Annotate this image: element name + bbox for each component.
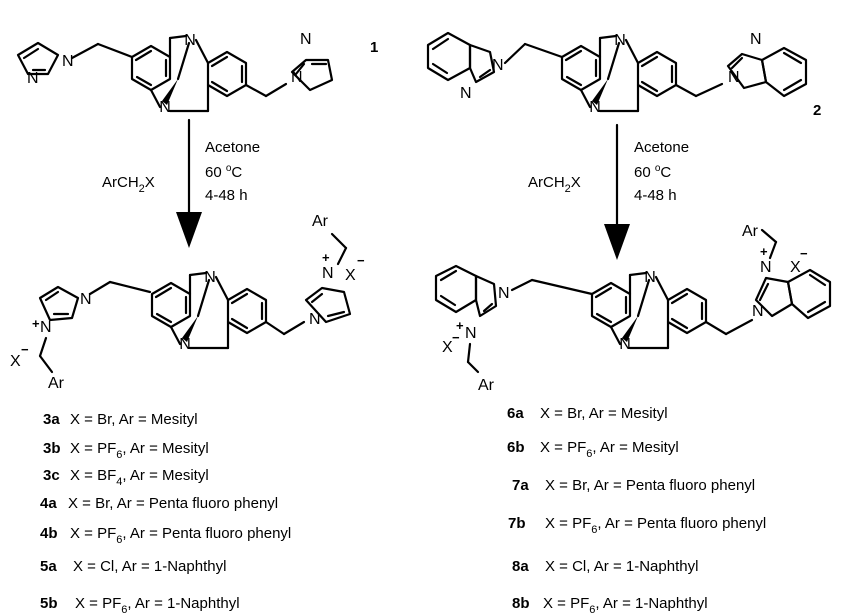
reaction-arrow-left: ArCH2X Acetone 60 oC 4-48 h	[102, 118, 260, 248]
compound-definition-4b: X = PF6, Ar = Penta fluoro phenyl	[70, 525, 291, 546]
svg-text:X: X	[345, 267, 356, 284]
svg-text:+: +	[322, 250, 330, 265]
legend-left: 3a X = Br, Ar = Mesityl 3b X = PF6, Ar = Me…	[40, 411, 291, 616]
svg-text:Ar: Ar	[48, 375, 65, 392]
compound-definition-7b: X = PF6, Ar = Penta fluoro phenyl	[545, 515, 766, 536]
svg-text:+: +	[760, 244, 768, 259]
svg-text:X: X	[790, 259, 801, 276]
compound-definition-3c: X = BF4, Ar = Mesityl	[70, 467, 209, 488]
compound-id-3c: 3c	[43, 467, 60, 484]
svg-text:N: N	[40, 319, 52, 336]
svg-text:Ar: Ar	[478, 377, 495, 394]
compound-definition-3b: X = PF6, Ar = Mesityl	[70, 440, 209, 461]
compound-definition-4a: X = Br, Ar = Penta fluoro phenyl	[68, 495, 278, 512]
compound-id-4a: 4a	[40, 495, 57, 512]
compound-definition-5b: X = PF6, Ar = 1-Naphthyl	[75, 595, 240, 616]
compound-definition-6b: X = PF6, Ar = Mesityl	[540, 439, 679, 460]
compound-id-5b: 5b	[40, 595, 58, 612]
svg-text:N: N	[760, 259, 772, 276]
time-right: 4-48 h	[634, 187, 677, 204]
svg-text:−: −	[452, 330, 460, 345]
svg-text:X: X	[10, 353, 21, 370]
solvent-left: Acetone	[205, 139, 260, 156]
compound-id-8b: 8b	[512, 595, 530, 612]
compound-1-label: 1	[370, 39, 378, 56]
compound-definition-3a: X = Br, Ar = Mesityl	[70, 411, 198, 428]
svg-text:N: N	[27, 70, 39, 87]
compound-id-6a: 6a	[507, 405, 524, 422]
reagent-left: ArCH2X	[102, 174, 155, 195]
compound-id-3b: 3b	[43, 440, 61, 457]
product-imidazolium-structure: N N + Ar X − N + N Ar X −	[10, 213, 365, 392]
svg-text:N: N	[728, 69, 740, 86]
compound-2-structure: N N N N 2	[426, 31, 821, 119]
svg-text:N: N	[291, 69, 303, 86]
compound-id-7a: 7a	[512, 477, 529, 494]
svg-text:X: X	[442, 339, 453, 356]
svg-text:−: −	[800, 246, 808, 261]
svg-text:N: N	[300, 31, 312, 48]
svg-text:N: N	[465, 325, 477, 342]
svg-text:N: N	[492, 57, 504, 74]
compound-2-label: 2	[813, 102, 821, 119]
svg-text:N: N	[752, 303, 764, 320]
time-left: 4-48 h	[205, 187, 248, 204]
compound-id-5a: 5a	[40, 558, 57, 575]
solvent-right: Acetone	[634, 139, 689, 156]
svg-text:−: −	[357, 253, 365, 268]
compound-definition-7a: X = Br, Ar = Penta fluoro phenyl	[545, 477, 755, 494]
svg-text:N: N	[309, 311, 321, 328]
svg-text:N: N	[322, 265, 334, 282]
svg-text:N: N	[750, 31, 762, 48]
svg-text:N: N	[80, 291, 92, 308]
svg-text:Ar: Ar	[312, 213, 329, 230]
product-benzimidazolium-structure: N N + Ar X − N + N Ar X −	[434, 223, 832, 394]
compound-id-6b: 6b	[507, 439, 525, 456]
svg-text:+: +	[32, 316, 40, 331]
svg-text:+: +	[456, 318, 464, 333]
compound-definition-8a: X = Cl, Ar = 1-Naphthyl	[545, 558, 698, 575]
compound-id-3a: 3a	[43, 411, 60, 428]
svg-text:N: N	[62, 53, 74, 70]
svg-text:N: N	[460, 85, 472, 102]
temperature-left: 60 oC	[205, 163, 242, 181]
reagent-right: ArCH2X	[528, 174, 581, 195]
reaction-arrow-right: ArCH2X Acetone 60 oC 4-48 h	[528, 123, 689, 260]
legend-right: 6a X = Br, Ar = Mesityl 6b X = PF6, Ar = Me…	[507, 405, 766, 616]
compound-definition-6a: X = Br, Ar = Mesityl	[540, 405, 668, 422]
svg-text:Ar: Ar	[742, 223, 759, 240]
compound-id-8a: 8a	[512, 558, 529, 575]
temperature-right: 60 oC	[634, 163, 671, 181]
svg-text:N: N	[498, 285, 510, 302]
svg-text:−: −	[21, 342, 29, 357]
compound-definition-5a: X = Cl, Ar = 1-Naphthyl	[73, 558, 226, 575]
compound-id-7b: 7b	[508, 515, 526, 532]
compound-id-4b: 4b	[40, 525, 58, 542]
compound-1-structure: N N N N 1	[16, 31, 378, 118]
compound-definition-8b: X = PF6, Ar = 1-Naphthyl	[543, 595, 708, 616]
